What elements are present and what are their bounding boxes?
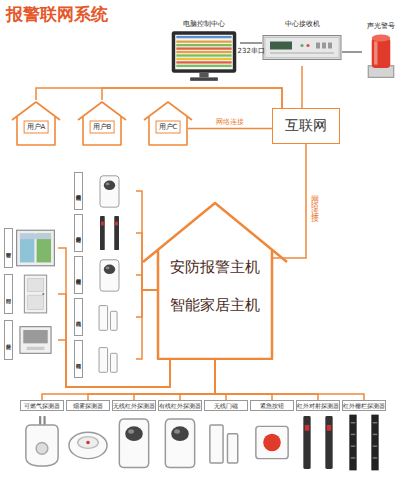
sensor-device: 无线门磁 [74,298,136,336]
device-label: 烟雾探测器 [66,400,110,411]
fence-illustration [342,411,386,474]
beam-illustration [296,411,340,474]
connector-line [136,290,158,359]
receiver-device: 中心接收机 [262,20,342,66]
internet-box: 互联网 [272,108,340,144]
connector-line [136,233,158,290]
device-label: 有线红外探测器 [158,400,202,411]
device-label: 有线门磁 [74,340,83,378]
detector-device: 无线红外探测器 [112,400,156,474]
window-illustration [13,228,58,268]
smart-device: 智能开关 [4,320,58,360]
monitor-illustration [168,29,240,82]
connector-line [134,360,215,400]
sensor-device: 红外对射探测器 [74,214,136,252]
connector-line [272,144,306,258]
button-illustration [250,411,294,474]
gas-illustration [20,411,64,474]
detector-device: 红外栅栏探测器 [342,400,386,474]
connector-line [36,88,282,108]
connector-line [136,290,158,317]
connector-line [136,275,158,290]
pir-illustration [83,172,136,210]
beam-illustration [83,214,136,252]
device-label: 无线红外探测器 [74,172,83,210]
contact-illustration [83,298,136,336]
sensor-device: 有线门磁 [74,340,136,378]
device-label: 有线红外探测器 [74,256,83,294]
device-label: 电脑控制中心 [183,20,225,29]
connector-line [342,52,362,53]
host-label: 安防报警主机 [170,258,260,276]
contact-illustration [83,340,136,378]
edge-label: 网络连接 [216,118,244,127]
connector-line [136,191,158,290]
diagram-title: 报警联网系统 [6,3,108,26]
house-label: 用户B [90,120,115,133]
detector-device: 烟雾探测器 [66,400,110,474]
house-label: 用户C [156,120,181,133]
siren-illustration [362,31,400,82]
house-outline [140,200,290,360]
detector-device: 紧急按钮 [250,400,294,474]
edge-label: 网络连接 [309,189,319,213]
connector-line [188,128,272,130]
host-label: 智能家居主机 [170,296,260,314]
siren-device: 声光警号 [362,22,400,82]
device-label: 可燃气探测器 [20,400,64,411]
device-label: 红外对射探测器 [296,400,340,411]
sensor-device: 有线红外探测器 [74,256,136,294]
device-label: 紧急按钮 [250,400,294,411]
door-illustration [13,274,58,314]
smart-device: 智能窗帘 [4,228,58,268]
detector-device: 可燃气探测器 [20,400,64,474]
panel-illustration [13,320,58,360]
connector-line [58,248,170,387]
connector-line [58,340,170,387]
edge-label: 232串口 [238,47,265,56]
detector-device: 红外对射探测器 [296,400,340,474]
detector-device: 有线红外探测器 [158,400,202,474]
user-house: 用户A [10,100,62,146]
box-label: 互联网 [285,117,327,135]
device-label: 红外栅栏探测器 [342,400,386,411]
rack-illustration [262,29,342,66]
user-house: 用户C [142,100,194,146]
pir-illustration [158,411,202,474]
connector-line [58,294,170,387]
control-center-device: 电脑控制中心 [168,20,240,82]
smart-device: 智能门 [4,274,58,314]
device-label: 智能开关 [4,320,13,360]
connector-line [240,43,262,44]
sensor-device: 无线红外探测器 [74,172,136,210]
device-label: 无线门磁 [204,400,248,411]
device-label: 声光警号 [367,22,395,31]
device-label: 智能门 [4,274,13,314]
device-label: 红外对射探测器 [74,214,83,252]
connector-line [215,360,364,400]
contact-illustration [204,411,248,474]
detector-device: 无线门磁 [204,400,248,474]
connector-line [301,66,303,108]
device-label: 智能窗帘 [4,228,13,268]
connector-line [102,88,282,108]
smoke-illustration [66,411,110,474]
device-label: 无线红外探测器 [112,400,156,411]
user-house: 用户B [76,100,128,146]
pir-illustration [83,256,136,294]
connector-line [180,360,215,400]
host-house: 安防报警主机智能家居主机 [140,200,290,360]
device-label: 中心接收机 [285,20,320,29]
host-text-group: 安防报警主机智能家居主机 [140,200,290,360]
pir-illustration [112,411,156,474]
device-label: 无线门磁 [74,298,83,336]
house-label: 用户A [24,120,49,133]
